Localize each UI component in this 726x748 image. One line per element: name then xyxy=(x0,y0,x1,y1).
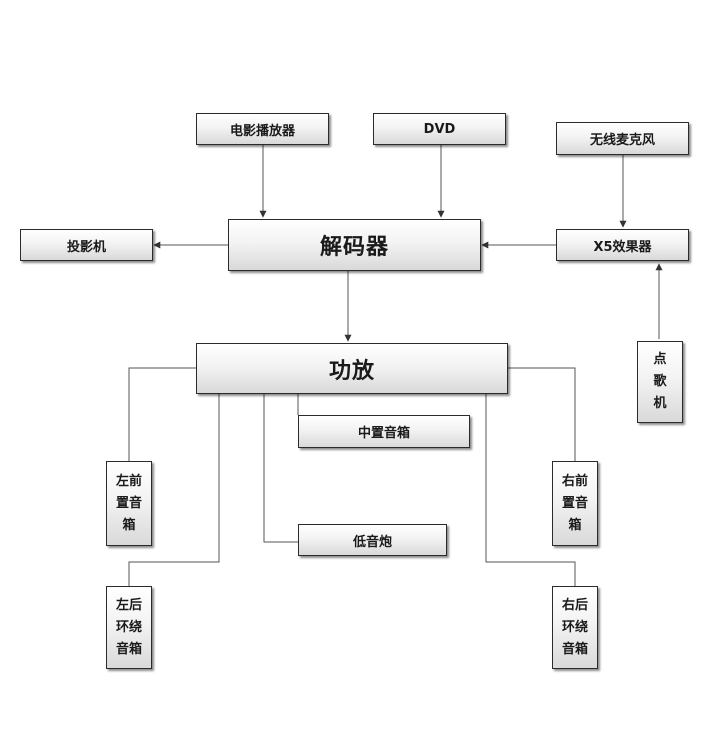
wireless-mic-box: 无线麦克风 xyxy=(556,122,689,155)
karaoke-label-2: 歌 xyxy=(653,374,667,389)
x5-effects-box: X5效果器 xyxy=(556,229,689,261)
projector-box: 投影机 xyxy=(20,229,153,261)
front-right-label-2: 置音 xyxy=(561,495,588,511)
decoder-box: 解码器 xyxy=(228,219,481,271)
front-left-label-3: 箱 xyxy=(122,517,136,533)
rear-right-label-3: 音箱 xyxy=(561,641,588,657)
rear-left-speaker-box: 左后 环绕 音箱 xyxy=(106,586,152,669)
subwoofer-box: 低音炮 xyxy=(298,524,447,556)
line-amp-to-rear-right xyxy=(485,394,576,586)
front-left-label-1: 左前 xyxy=(115,473,142,489)
dvd-label: DVD xyxy=(423,121,456,137)
karaoke-label-1: 点 xyxy=(653,352,667,367)
dvd-box: DVD xyxy=(373,113,506,145)
karaoke-box: 点 歌 机 xyxy=(637,341,683,423)
karaoke-label-3: 机 xyxy=(653,396,667,411)
subwoofer-label: 低音炮 xyxy=(352,534,392,550)
front-right-label-3: 箱 xyxy=(568,517,582,533)
rear-right-label-2: 环绕 xyxy=(561,619,588,635)
front-left-label-2: 置音 xyxy=(115,495,142,511)
center-speaker-label: 中置音箱 xyxy=(357,426,410,441)
projector-label: 投影机 xyxy=(66,239,106,255)
rear-right-label-1: 右后 xyxy=(561,597,588,613)
rear-right-speaker-box: 右后 环绕 音箱 xyxy=(552,586,598,669)
front-left-speaker-box: 左前 置音 箱 xyxy=(106,461,152,546)
line-amp-to-front-right xyxy=(508,367,576,461)
line-amp-to-front-left xyxy=(128,367,196,461)
front-right-label-1: 右前 xyxy=(561,473,588,489)
wireless-mic-label: 无线麦克风 xyxy=(589,133,655,148)
line-amp-to-subwoofer xyxy=(263,394,298,543)
rear-left-label-1: 左后 xyxy=(115,597,142,613)
amplifier-box: 功放 xyxy=(196,343,508,394)
rear-left-label-2: 环绕 xyxy=(115,619,142,635)
x5-effects-label: X5效果器 xyxy=(593,239,652,255)
movie-player-box: 电影播放器 xyxy=(196,113,329,145)
movie-player-label: 电影播放器 xyxy=(229,123,295,139)
front-right-speaker-box: 右前 置音 箱 xyxy=(552,461,598,546)
rear-left-label-3: 音箱 xyxy=(115,641,142,657)
amplifier-label: 功放 xyxy=(328,358,375,384)
decoder-label: 解码器 xyxy=(319,235,389,260)
line-amp-to-rear-left xyxy=(128,394,220,586)
center-speaker-box: 中置音箱 xyxy=(298,415,470,448)
